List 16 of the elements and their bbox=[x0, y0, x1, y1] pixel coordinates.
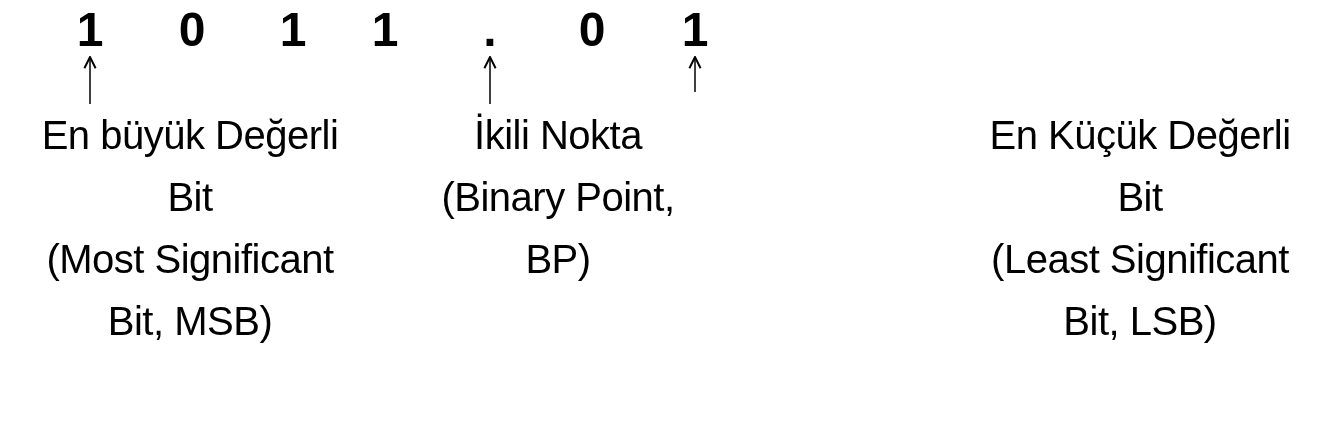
binary-digit: 1 bbox=[371, 5, 399, 55]
arrow bbox=[83, 56, 97, 105]
binary-digit: 0 bbox=[578, 5, 606, 55]
arrow bbox=[483, 56, 497, 105]
term-translation: (Most Significant Bit, MSB) bbox=[45, 236, 335, 345]
binary-digit: 0 bbox=[178, 5, 206, 55]
arrow bbox=[688, 56, 702, 93]
binary-digit: 1 bbox=[681, 5, 709, 55]
term-label: En büyük Değerli Bit bbox=[40, 112, 340, 221]
binary-digit: 1 bbox=[279, 5, 307, 55]
binary-digit: 1 bbox=[76, 5, 104, 55]
binary-digit: . bbox=[483, 5, 497, 55]
term-label: İkili Nokta bbox=[474, 112, 642, 159]
term-translation: (Least Significant Bit, LSB) bbox=[990, 236, 1290, 345]
term-label: En Küçük Değerli Bit bbox=[988, 112, 1292, 221]
term-translation: (Binary Point, BP) bbox=[440, 174, 676, 283]
